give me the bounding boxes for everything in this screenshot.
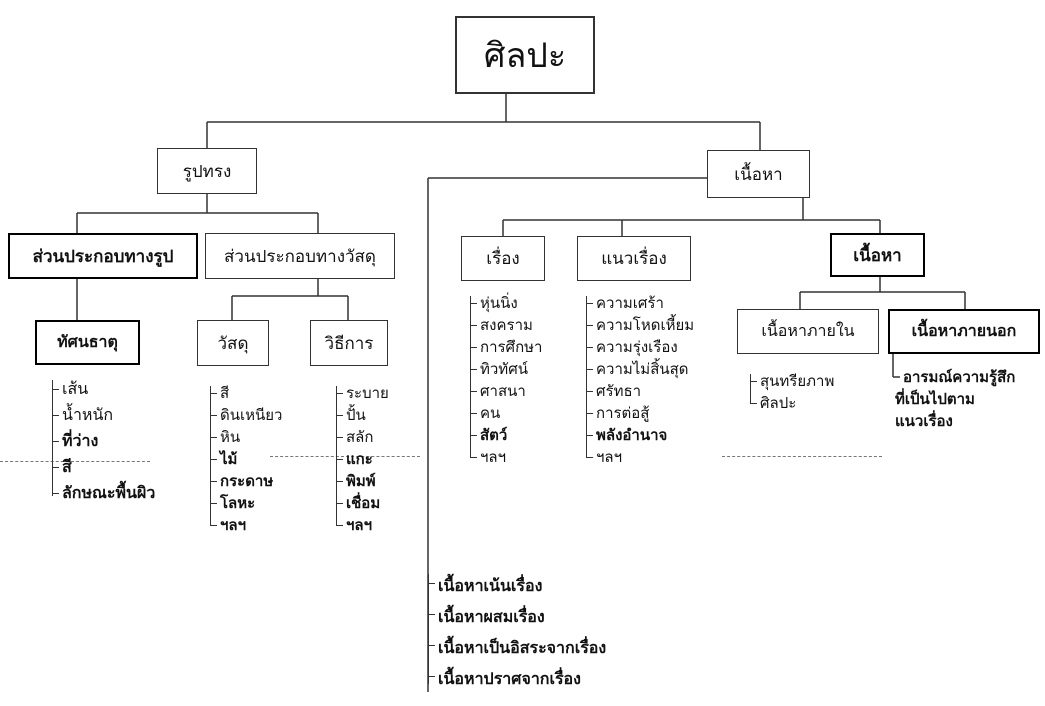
list-item: สัตว์ (470, 424, 542, 446)
list-item: ความไม่สิ้นสุด (586, 358, 694, 380)
outer-content-line: ที่เป็นไปตาม (895, 390, 975, 408)
list-item: ที่ว่าง (52, 428, 155, 454)
list-item: ฯลฯ (210, 514, 282, 536)
list-item: ฯลฯ (586, 446, 694, 468)
list-item: เนื้อหาเป็นอิสระจากเรื่อง (428, 632, 606, 663)
form-label: รูปทรง (182, 161, 232, 182)
form-node: รูปทรง (157, 148, 257, 194)
inner-content-list: สุนทรียภาพ ศิลปะ (750, 370, 834, 414)
list-item: เนื้อหาเน้นเรื่อง (428, 570, 606, 601)
list-item: ความโหดเหี้ยม (586, 314, 694, 336)
list-item: ดินเหนียว (210, 404, 282, 426)
visual-components-node: ส่วนประกอบทางรูป (8, 233, 198, 279)
outer-content-text: อารมณ์ความรู้สึก ที่เป็นไปตาม แนวเรื่อง (895, 366, 1016, 432)
list-item: ระบาย (336, 382, 389, 404)
materials-label: วัสดุ (217, 333, 249, 354)
list-item: น้ำหนัก (52, 402, 155, 428)
methods-node: วิธีการ (310, 320, 388, 366)
list-item: ฯลฯ (336, 514, 389, 536)
list-item: สี (52, 454, 155, 480)
list-item: สงคราม (470, 314, 542, 336)
visual-elements-label: ทัศนธาตุ (57, 332, 118, 351)
root-label: ศิลปะ (483, 36, 567, 76)
list-item: พลังอำนาจ (586, 424, 694, 446)
story-list: หุ่นนิ่ง สงคราม การศึกษา ทิวทัศน์ ศาสนา … (470, 292, 542, 468)
scan-dashed-line-left (0, 461, 150, 462)
theme-list: ความเศร้า ความโหดเหี้ยม ความรุ่งเรือง คว… (586, 292, 694, 468)
scan-dashed-line-mid (270, 456, 420, 457)
visual-components-label: ส่วนประกอบทางรูป (32, 246, 174, 267)
list-item: หุ่นนิ่ง (470, 292, 542, 314)
list-item: สุนทรียภาพ (750, 370, 834, 392)
inner-content-node: เนื้อหาภายใน (737, 309, 879, 354)
story-label: เรื่อง (486, 249, 520, 269)
list-item: หิน (210, 426, 282, 448)
list-item: แกะ (336, 448, 389, 470)
substance-node: เนื้อหา (830, 233, 925, 277)
list-item: ฯลฯ (470, 446, 542, 468)
visual-elements-list: เส้น น้ำหนัก ที่ว่าง สี ลักษณะพื้นผิว (52, 376, 155, 506)
materials-node: วัสดุ (197, 320, 269, 366)
list-item: กระดาษ (210, 470, 282, 492)
list-item: ความเศร้า (586, 292, 694, 314)
theme-node: แนวเรื่อง (577, 236, 691, 281)
outer-content-line: แนวเรื่อง (895, 412, 953, 430)
content-relations-list: เนื้อหาเน้นเรื่อง เนื้อหาผสมเรื่อง เนื้อ… (428, 570, 606, 694)
methods-list: ระบาย ปั้น สลัก แกะ พิมพ์ เชื่อม ฯลฯ (336, 382, 389, 536)
visual-elements-node: ทัศนธาตุ (35, 320, 140, 365)
outer-content-node: เนื้อหาภายนอก (888, 309, 1040, 354)
methods-label: วิธีการ (324, 333, 374, 354)
list-item: พิมพ์ (336, 470, 389, 492)
list-item: เชื่อม (336, 492, 389, 514)
list-item: เนื้อหาผสมเรื่อง (428, 601, 606, 632)
list-item: ศาสนา (470, 380, 542, 402)
outer-content-label: เนื้อหาภายนอก (911, 321, 1017, 340)
list-item: สี (210, 382, 282, 404)
materials-list: สี ดินเหนียว หิน ไม้ กระดาษ โลหะ ฯลฯ (210, 382, 282, 536)
list-item: ไม้ (210, 448, 282, 470)
list-item: เนื้อหาปราศจากเรื่อง (428, 663, 606, 694)
list-item: ทิวทัศน์ (470, 358, 542, 380)
list-item: การศึกษา (470, 336, 542, 358)
list-item: สลัก (336, 426, 389, 448)
story-node: เรื่อง (461, 236, 545, 281)
content-label: เนื้อหา (734, 164, 783, 185)
content-node: เนื้อหา (707, 150, 810, 198)
list-item: คน (470, 402, 542, 424)
list-item: เส้น (52, 376, 155, 402)
theme-label: แนวเรื่อง (601, 249, 667, 269)
root-node: ศิลปะ (455, 16, 595, 94)
list-item: การต่อสู้ (586, 402, 694, 424)
outer-content-line: อารมณ์ความรู้สึก (903, 368, 1016, 386)
inner-content-label: เนื้อหาภายใน (761, 321, 855, 340)
list-item: ศรัทธา (586, 380, 694, 402)
list-item: ศิลปะ (750, 392, 834, 414)
scan-dashed-line-right (722, 456, 882, 457)
material-components-label: ส่วนประกอบทางวัสดุ (224, 246, 376, 267)
list-item: ความรุ่งเรือง (586, 336, 694, 358)
material-components-node: ส่วนประกอบทางวัสดุ (205, 233, 395, 279)
list-item: โลหะ (210, 492, 282, 514)
substance-label: เนื้อหา (853, 245, 902, 266)
list-item: ปั้น (336, 404, 389, 426)
list-item: ลักษณะพื้นผิว (52, 480, 155, 506)
